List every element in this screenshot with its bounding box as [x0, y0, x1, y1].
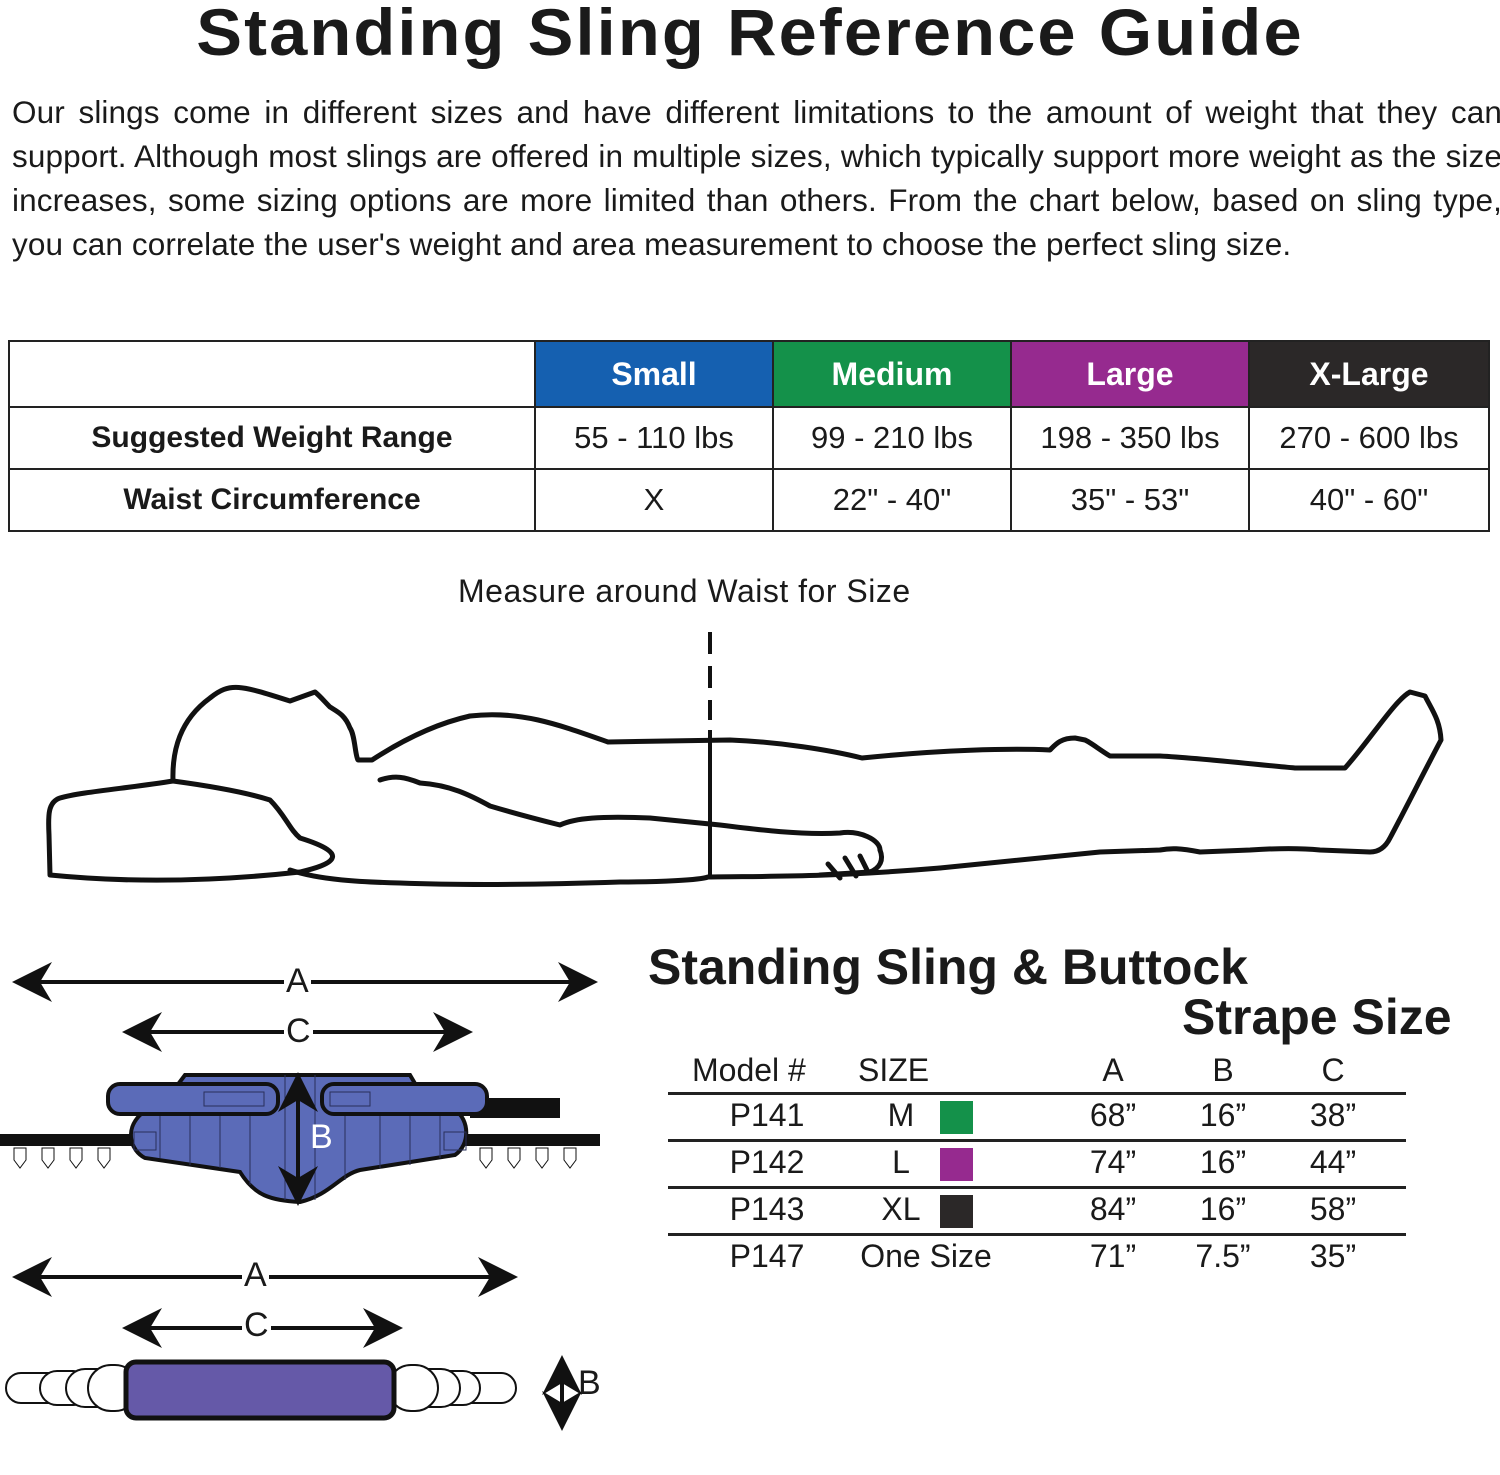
cell-value: 55 - 110 lbs	[534, 406, 774, 470]
cell-value: 22" - 40"	[772, 468, 1012, 532]
dimension-b: 7.5”	[1195, 1238, 1251, 1274]
size-chart-header-row: Small Medium Large X-Large	[8, 340, 1490, 408]
dimension-c: 35”	[1309, 1238, 1357, 1274]
model-number: P147	[729, 1238, 805, 1274]
waist-circumference-row: Waist Circumference X 22" - 40" 35" - 53…	[8, 468, 1490, 532]
dimension-a: 68”	[1089, 1097, 1137, 1133]
size-chart-table: Small Medium Large X-Large Suggested Wei…	[8, 340, 1490, 532]
empty-header-cell	[8, 340, 536, 408]
cell-value: 270 - 600 lbs	[1248, 406, 1490, 470]
model-table-title: Standing Sling & Buttock	[648, 939, 1248, 995]
size-value: M	[887, 1097, 915, 1133]
model-table-header: Model # SIZE A B C	[668, 1050, 1406, 1095]
dimension-label-b: B	[310, 1118, 333, 1156]
strap-dimension-label-a: A	[242, 1256, 269, 1295]
cell-value: X	[534, 468, 774, 532]
color-swatch-purple	[940, 1148, 973, 1181]
cell-value: 35" - 53"	[1010, 468, 1250, 532]
row-label: Suggested Weight Range	[8, 406, 536, 470]
dimension-c: 58”	[1309, 1191, 1357, 1227]
cell-value: 198 - 350 lbs	[1010, 406, 1250, 470]
header-small: Small	[534, 340, 774, 408]
dimension-label-c: C	[284, 1012, 313, 1051]
buttock-strap-diagram	[5, 1257, 582, 1431]
intro-paragraph: Our slings come in different sizes and h…	[12, 94, 1500, 262]
dimension-a: 84”	[1089, 1191, 1137, 1227]
header-a: A	[1102, 1052, 1124, 1088]
row-label: Waist Circumference	[8, 468, 536, 532]
header-size: SIZE	[858, 1052, 930, 1088]
cell-value: 99 - 210 lbs	[772, 406, 1012, 470]
dimension-c: 44”	[1309, 1144, 1357, 1180]
page-title: Standing Sling Reference Guide	[196, 0, 1304, 69]
table-row: P143 XL 84” 16” 58”	[668, 1189, 1406, 1236]
size-value: XL	[881, 1191, 921, 1227]
cell-value: 40" - 60"	[1248, 468, 1490, 532]
model-number: P143	[729, 1191, 805, 1227]
dimension-b: 16”	[1199, 1144, 1247, 1180]
size-value: One Size	[860, 1238, 992, 1274]
header-large: Large	[1010, 340, 1250, 408]
dimension-label-a: A	[284, 962, 311, 1001]
color-swatch-black	[940, 1195, 973, 1228]
model-number: P142	[729, 1144, 805, 1180]
strap-dimension-label-c: C	[242, 1306, 271, 1345]
dimension-a: 71”	[1089, 1238, 1137, 1274]
table-row: P147 One Size 71” 7.5” 35”	[668, 1236, 1406, 1280]
header-xlarge: X-Large	[1248, 340, 1490, 408]
strap-dimension-label-b: B	[578, 1364, 601, 1402]
header-c: C	[1321, 1052, 1345, 1088]
color-swatch-green	[940, 1101, 973, 1134]
standing-sling-diagram	[0, 962, 600, 1206]
header-medium: Medium	[772, 340, 1012, 408]
dimension-b: 16”	[1199, 1191, 1247, 1227]
model-number: P141	[729, 1097, 805, 1133]
lying-person-illustration	[46, 632, 1444, 888]
model-table-title-line2: Strape Size	[1182, 989, 1452, 1045]
table-row: P142 L 74” 16” 44”	[668, 1142, 1406, 1189]
table-row: P141 M 68” 16” 38”	[668, 1095, 1406, 1142]
size-value: L	[892, 1144, 910, 1180]
dimension-a: 74”	[1089, 1144, 1137, 1180]
measure-instruction: Measure around Waist for Size	[458, 573, 911, 609]
weight-range-row: Suggested Weight Range 55 - 110 lbs 99 -…	[8, 406, 1490, 470]
header-b: B	[1212, 1052, 1234, 1088]
dimension-b: 16”	[1199, 1097, 1247, 1133]
dimension-c: 38”	[1309, 1097, 1357, 1133]
header-model: Model #	[692, 1052, 806, 1088]
model-size-table: Model # SIZE A B C P141 M 68” 16” 38” P1…	[668, 1050, 1406, 1280]
